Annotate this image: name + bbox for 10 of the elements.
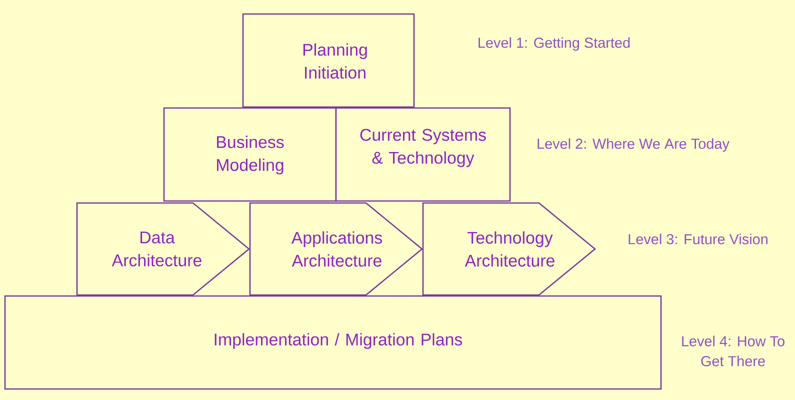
process-box: Planning Initiation [242,13,415,108]
pentagon-box: Technology Architecture [422,202,596,296]
level-label: Level 4: How To Get There [682,336,784,366]
process-box: Business Modeling [163,107,337,202]
level-label: Level 2: Where We Are Today [538,138,730,152]
process-box: Current Systems & Technology [335,107,511,202]
level-label: Level 3: Future Vision [628,234,768,244]
pentagon-box: Applications Architecture [249,202,424,296]
level-label: Level 1: Getting Started [478,37,630,51]
pentagon-box: Data Architecture [76,202,250,296]
